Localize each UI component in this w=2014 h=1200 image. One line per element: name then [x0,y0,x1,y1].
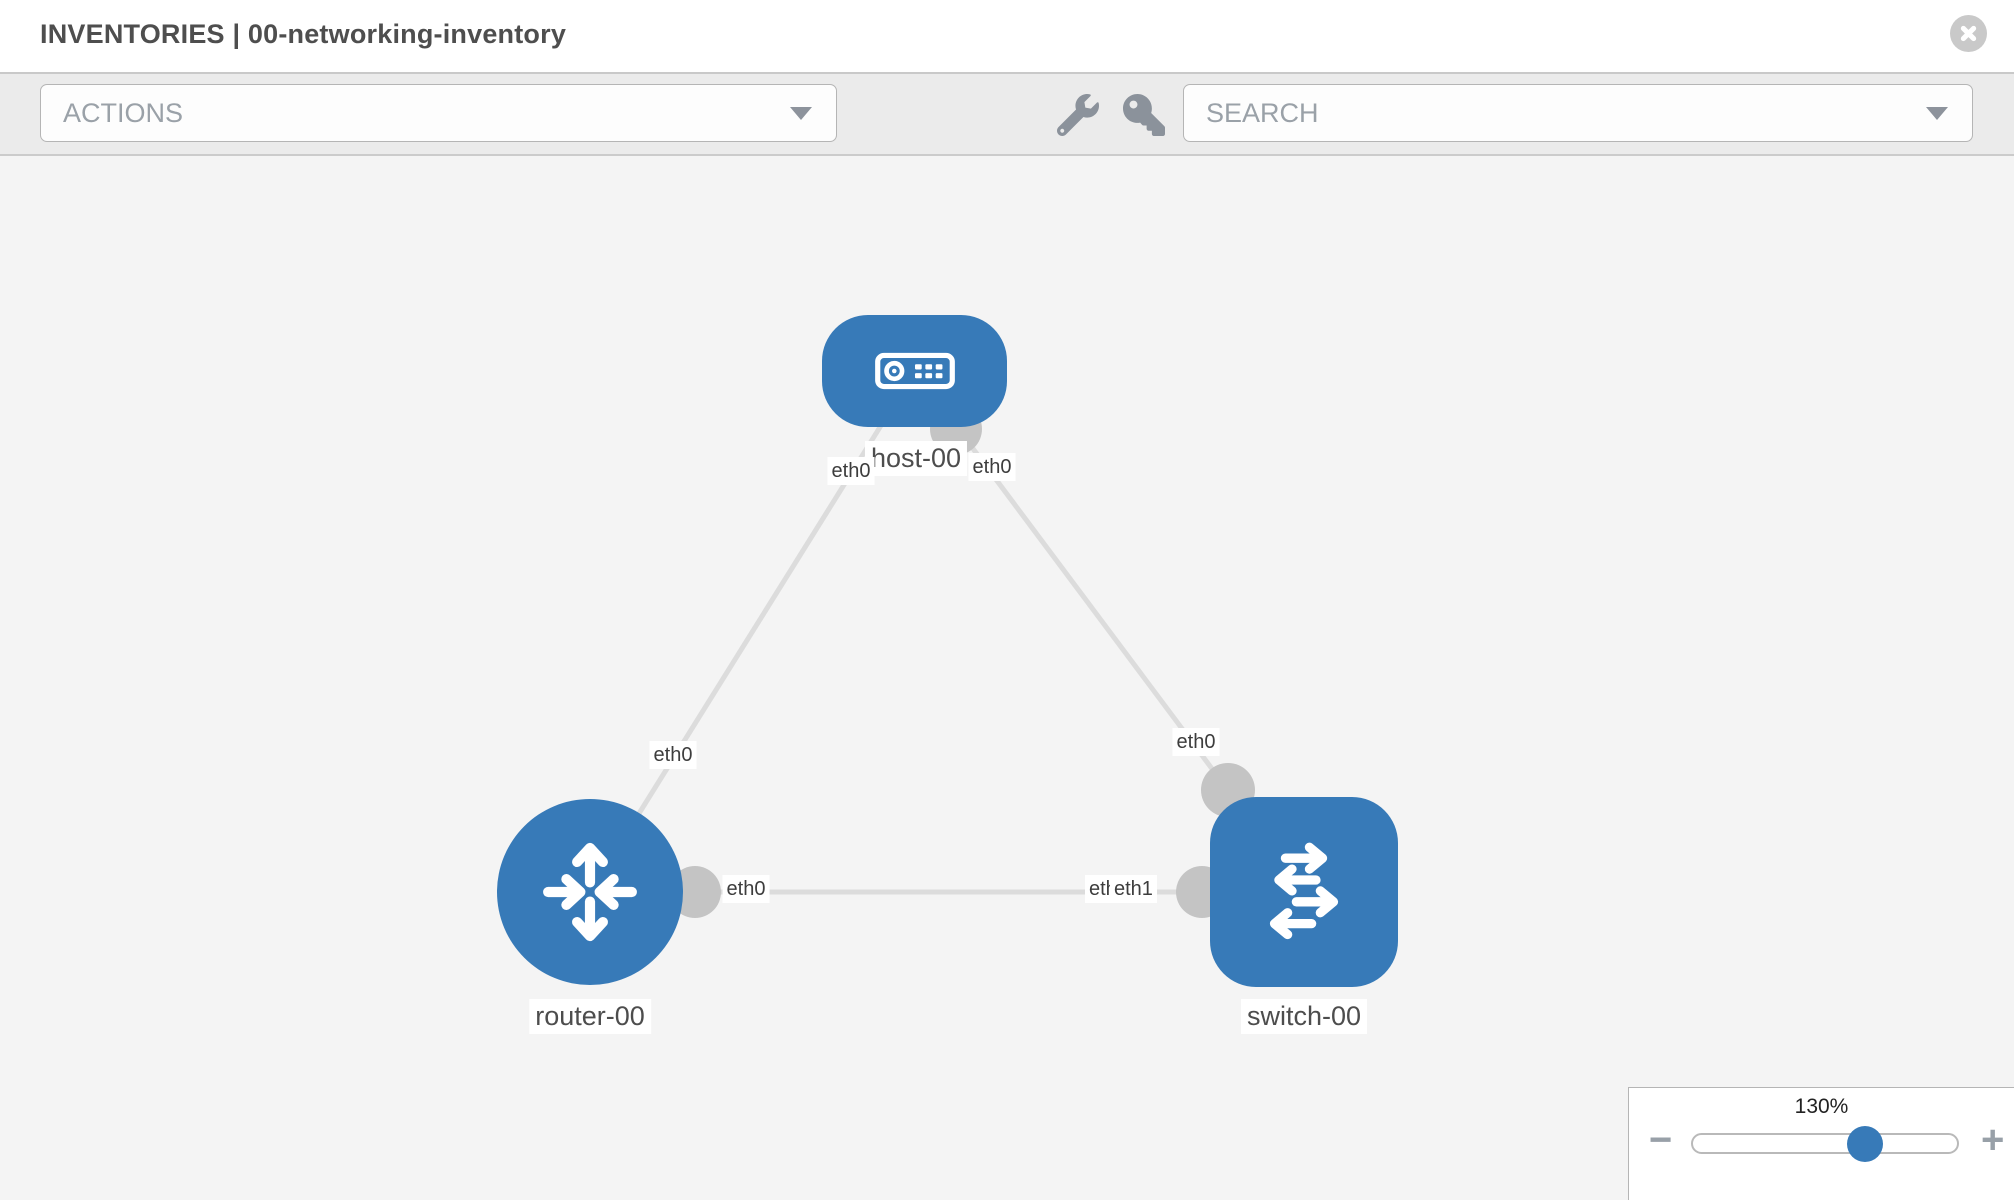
host-icon [874,352,955,390]
switch-icon [1269,842,1339,940]
iface-label-router-top: eth0 [649,741,697,769]
search-dropdown[interactable]: SEARCH [1183,84,1973,142]
node-switch-00[interactable] [1210,797,1398,987]
node-label-switch: switch-00 [1240,999,1368,1034]
credentials-button[interactable] [1120,91,1168,139]
iface-label-switch-top: eth0 [1172,728,1220,756]
node-label-host: host-00 [864,441,968,476]
search-dropdown-label: SEARCH [1206,97,1319,128]
actions-dropdown-label: ACTIONS [63,97,184,128]
zoom-panel: 130% − + [1628,1087,2014,1200]
zoom-in-button[interactable]: + [1981,1118,2005,1162]
close-button[interactable] [1950,15,1987,52]
router-icon [543,842,637,942]
zoom-slider-thumb[interactable] [1847,1126,1883,1162]
key-icon [1123,94,1165,136]
toolbar: ACTIONS SEARCH [0,74,2014,156]
topology-canvas[interactable]: host-00 router-00 switch-00 eth0 eth0 et… [0,156,2014,1200]
zoom-level-label: 130% [1794,1095,1849,1118]
topology-links [587,369,1307,918]
iface-label-host-right: eth0 [968,453,1016,481]
iface-label-switch-left: eth1 [1110,875,1157,903]
page-title: INVENTORIES | 00-networking-inventory [40,19,567,49]
node-host-00[interactable] [822,315,1007,427]
zoom-slider-track[interactable] [1691,1133,1959,1154]
wrench-icon [1057,94,1099,136]
actions-dropdown[interactable]: ACTIONS [40,84,837,142]
node-router-00[interactable] [497,799,683,985]
node-label-router: router-00 [529,999,651,1034]
chevron-down-icon [1926,107,1948,120]
header: INVENTORIES | 00-networking-inventory [0,0,2014,74]
iface-label-router-right: eth0 [722,875,770,903]
tools-button[interactable] [1054,91,1102,139]
zoom-out-button[interactable]: − [1649,1118,1673,1162]
chevron-down-icon [790,107,812,120]
iface-label-host-left: eth0 [827,457,875,485]
close-icon [1960,25,1977,42]
